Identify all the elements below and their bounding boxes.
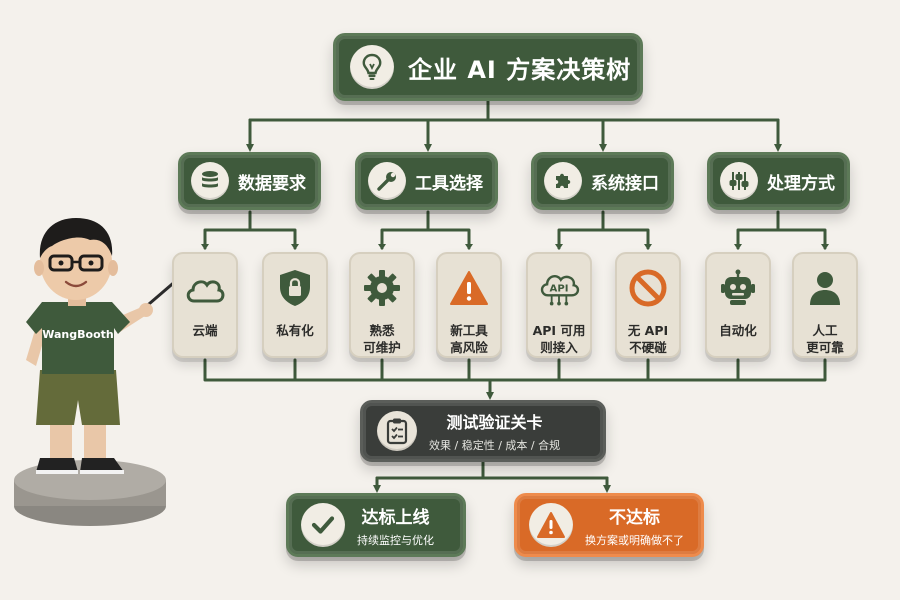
option-familiar-tool: 熟悉 可维护 bbox=[349, 252, 415, 358]
puzzle-icon bbox=[544, 162, 582, 200]
connector-title bbox=[248, 99, 780, 122]
prohibited-icon bbox=[626, 266, 670, 310]
cloud-icon bbox=[183, 266, 227, 310]
outcome-pass-title: 达标上线 bbox=[361, 507, 430, 528]
option-new-tool-risk: 新工具 高风险 bbox=[436, 252, 502, 358]
warning-icon bbox=[447, 266, 491, 310]
option-automation: 自动化 bbox=[705, 252, 771, 358]
connector-tool-split bbox=[380, 210, 471, 250]
connector-outcomes bbox=[375, 460, 609, 480]
option-label: API 可用 则接入 bbox=[532, 323, 586, 355]
checkpoint-title: 测试验证关卡 bbox=[446, 413, 543, 432]
category-label: 处理方式 bbox=[767, 173, 835, 194]
cloud-api-icon: API bbox=[537, 266, 581, 310]
decision-tree-title: 企业 AI 方案决策树 bbox=[333, 33, 643, 101]
check-icon bbox=[301, 503, 345, 547]
api-badge-text: API bbox=[550, 284, 569, 295]
option-label: 云端 bbox=[192, 323, 218, 338]
option-label: 新工具 高风险 bbox=[450, 323, 488, 355]
category-processing-method: 处理方式 bbox=[707, 152, 850, 210]
connector-data-split bbox=[203, 210, 297, 250]
person-icon bbox=[803, 266, 847, 310]
connector-process-split bbox=[736, 210, 827, 250]
lightbulb-icon bbox=[350, 45, 394, 89]
outcome-fail: 不达标 换方案或明确做不了 bbox=[514, 493, 704, 557]
outcome-fail-title: 不达标 bbox=[609, 507, 660, 528]
sliders-icon bbox=[720, 162, 758, 200]
warning-icon bbox=[529, 503, 573, 547]
option-label: 无 API 不硬碰 bbox=[627, 323, 669, 355]
option-label: 人工 更可靠 bbox=[806, 323, 844, 355]
gear-icon bbox=[360, 266, 404, 310]
shield-lock-icon bbox=[273, 266, 317, 310]
option-no-api: 无 API 不硬碰 bbox=[615, 252, 681, 358]
category-system-interface: 系统接口 bbox=[531, 152, 674, 210]
presenter-figure: WangBooth bbox=[12, 210, 178, 540]
option-api-available: API API 可用 则接入 bbox=[526, 252, 592, 358]
category-data-requirements: 数据要求 bbox=[178, 152, 321, 210]
outcome-fail-subtitle: 换方案或明确做不了 bbox=[585, 533, 684, 547]
category-label: 工具选择 bbox=[415, 173, 483, 194]
clipboard-icon bbox=[377, 411, 417, 451]
connector-api-split bbox=[557, 210, 650, 250]
option-label: 自动化 bbox=[719, 323, 757, 338]
shirt-text: WangBooth bbox=[42, 328, 113, 341]
category-label: 数据要求 bbox=[238, 173, 306, 194]
database-icon bbox=[191, 162, 229, 200]
checkpoint-node: 测试验证关卡 效果 / 稳定性 / 成本 / 合规 bbox=[360, 400, 606, 462]
checkpoint-criteria: 效果 / 稳定性 / 成本 / 合规 bbox=[429, 439, 561, 452]
outcome-pass: 达标上线 持续监控与优化 bbox=[286, 493, 466, 557]
outcome-pass-subtitle: 持续监控与优化 bbox=[357, 533, 434, 547]
option-private-deploy: 私有化 bbox=[262, 252, 328, 358]
category-tool-selection: 工具选择 bbox=[355, 152, 498, 210]
wrench-icon bbox=[368, 162, 406, 200]
category-label: 系统接口 bbox=[591, 173, 659, 194]
connector-merge bbox=[203, 358, 827, 382]
option-manual: 人工 更可靠 bbox=[792, 252, 858, 358]
robot-icon bbox=[716, 266, 760, 310]
option-label: 私有化 bbox=[276, 323, 314, 338]
page-title: 企业 AI 方案决策树 bbox=[408, 55, 632, 84]
option-label: 熟悉 可维护 bbox=[363, 323, 401, 355]
option-cloud: 云端 bbox=[172, 252, 238, 358]
